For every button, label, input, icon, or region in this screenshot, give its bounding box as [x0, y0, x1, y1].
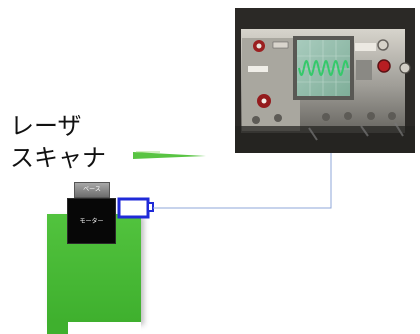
right-control-block	[356, 60, 372, 80]
right-red-knob	[377, 59, 391, 73]
laser-beam	[133, 152, 206, 159]
probe-cables	[308, 122, 404, 141]
top-switch	[272, 41, 289, 49]
base-notch	[68, 322, 141, 334]
lower-knob-6	[388, 112, 396, 120]
laser-scanner-label: レーザ スキャナ	[10, 110, 106, 174]
lower-knob-2	[274, 114, 282, 122]
red-knob-bottom-center	[261, 98, 267, 104]
laser-scanner-label-line-2: スキャナ	[10, 144, 106, 172]
left-control-panel	[242, 38, 300, 131]
sensor-connector	[147, 202, 154, 212]
sine-wave-trace	[298, 59, 349, 77]
lower-knob-5	[367, 112, 375, 120]
right-label-strip	[355, 43, 376, 51]
lower-knob-4	[344, 112, 352, 120]
left-label-strip	[248, 66, 268, 72]
oscilloscope-photo	[235, 8, 415, 153]
bottom-shadow	[235, 126, 415, 153]
displacement-sensor	[117, 197, 150, 219]
motor-block: モーター	[67, 198, 116, 244]
oscilloscope-illustration	[235, 8, 415, 153]
green-base-foot	[47, 322, 68, 334]
signal-wire	[153, 153, 332, 209]
laser-scanner-label-line-1: レーザ	[10, 112, 82, 140]
far-right-knob	[399, 62, 411, 74]
lower-knob-1	[252, 116, 260, 124]
right-knob-top	[377, 39, 389, 51]
red-knob-top-center	[256, 43, 262, 49]
lower-knob-3	[322, 113, 330, 121]
